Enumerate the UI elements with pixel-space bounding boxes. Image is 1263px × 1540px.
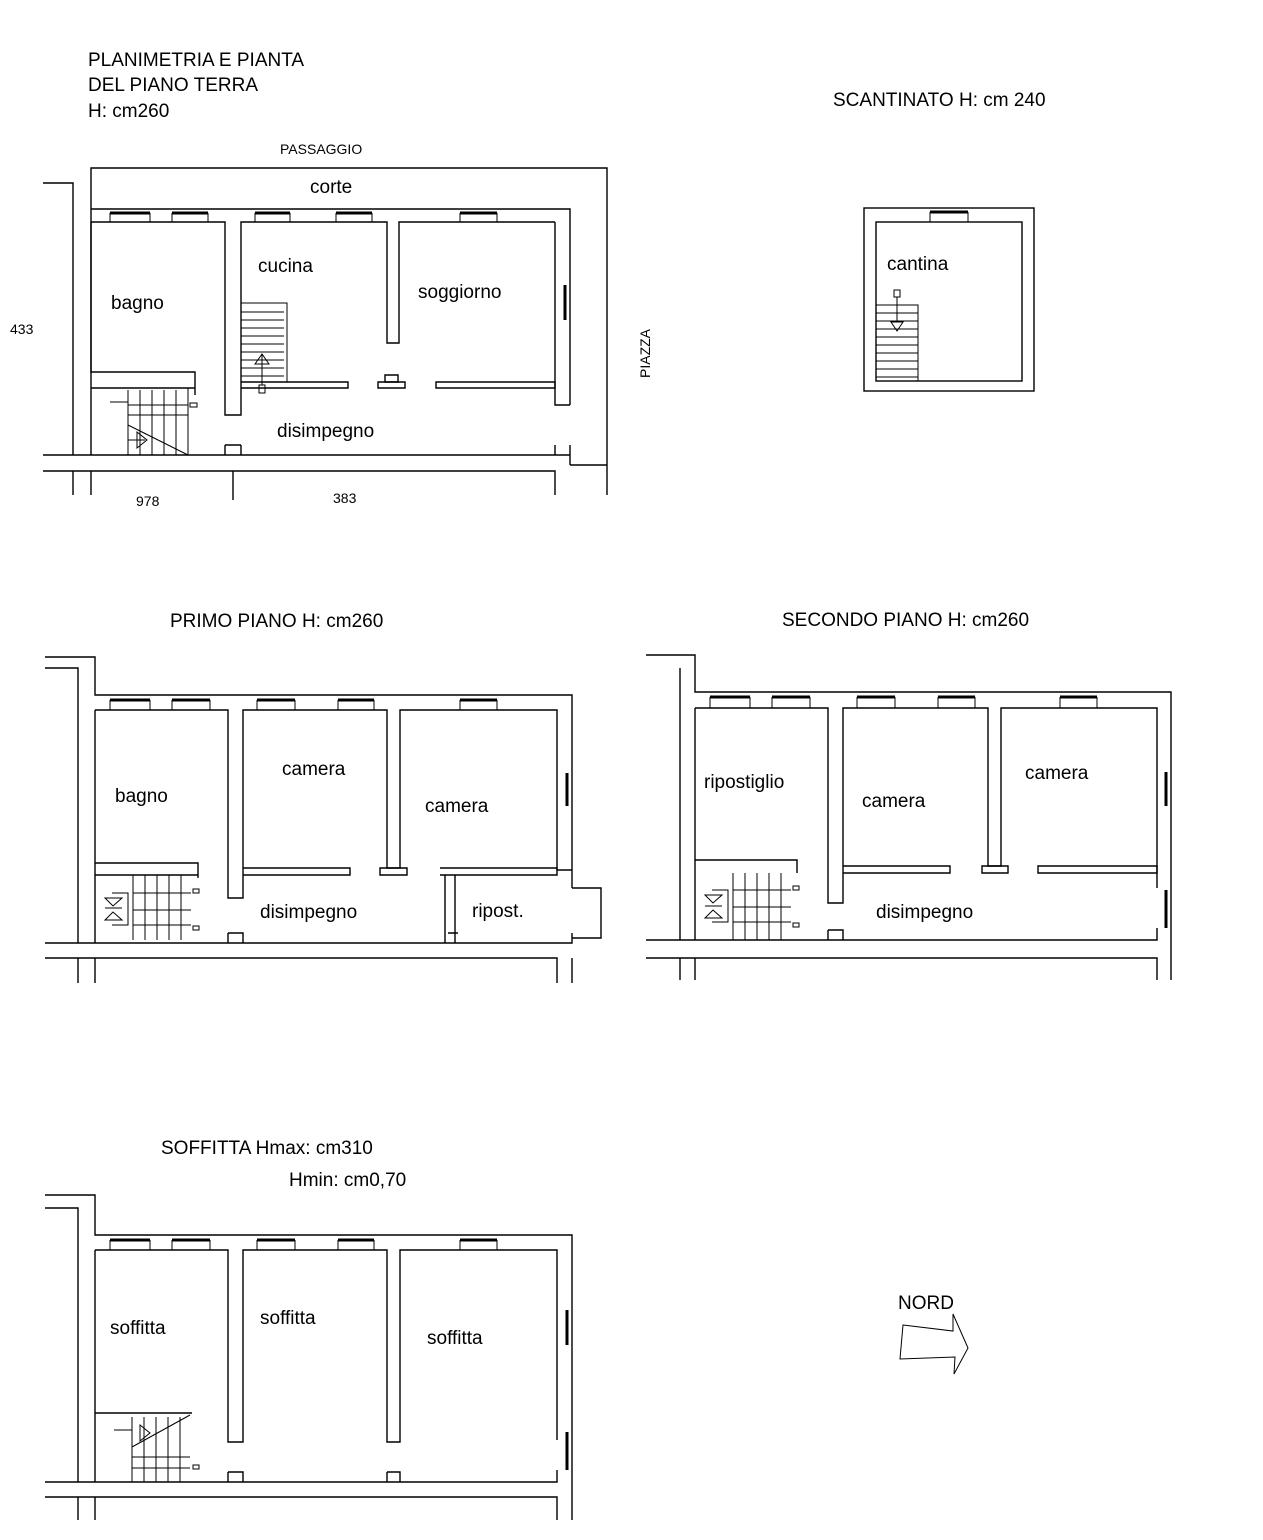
ground-rooms-top: [91, 221, 555, 416]
attic-title-line1: SOFFITTA Hmax: cm310: [161, 1138, 373, 1159]
first-window-jambs: [109, 700, 498, 710]
second-floor-plan: SECONDO PIANO H: cm260 ripostiglio camer…: [646, 610, 1172, 980]
first-neighbor-wall: [45, 667, 79, 943]
attic-room-a: soffitta: [110, 1318, 166, 1339]
neighbor-wall-left: [43, 182, 74, 455]
ground-floor-plan: PLANIMETRIA E PIANTA DEL PIANO TERRA H: …: [10, 50, 653, 509]
kitchen-stairs: [240, 302, 288, 394]
room-kitchen: cucina: [258, 256, 313, 277]
room-cellar: cantina: [887, 254, 949, 275]
first-room-a: camera: [282, 759, 346, 780]
first-room-storage: ripost.: [472, 901, 524, 922]
attic-neighbor-wall: [45, 1207, 79, 1482]
ground-right-inner: [554, 222, 570, 406]
ground-floor-title-line1: PLANIMETRIA E PIANTA: [88, 50, 304, 71]
first-room-hallway: disimpegno: [260, 902, 357, 923]
ground-floor-title-line2: DEL PIANO TERRA: [88, 75, 258, 96]
room-courtyard: corte: [310, 177, 352, 198]
hall-stairs: [110, 388, 198, 456]
first-rooms-walls: [95, 709, 572, 899]
ground-lower-building: [43, 470, 556, 495]
second-room-b: camera: [1025, 763, 1089, 784]
first-floor-plan: PRIMO PIANO H: cm260 bagno camera camera…: [45, 611, 602, 983]
attic-plan: SOFFITTA Hmax: cm310 Hmin: cm0,70 soffit…: [45, 1138, 573, 1520]
courtyard-inner-wall: [91, 208, 571, 405]
second-outer-wall: [646, 654, 1172, 980]
second-lower-building: [646, 668, 1158, 980]
second-storage-wall: [694, 708, 798, 940]
room-living: soggiorno: [418, 282, 501, 303]
first-room-bathroom: bagno: [115, 786, 168, 807]
attic-lower-building: [45, 1496, 558, 1520]
second-window-jambs: [709, 697, 1098, 708]
attic-left-inner: [94, 1250, 192, 1482]
ground-floor-title-line3: H: cm260: [88, 101, 169, 122]
first-outer-top: [45, 656, 573, 888]
hallway-partitions: [241, 381, 556, 389]
attic-window-jambs: [109, 1240, 498, 1250]
first-hall-partitions: [243, 867, 558, 943]
second-rooms-walls: [695, 707, 1158, 904]
second-room-a: camera: [862, 791, 926, 812]
room-hallway: disimpegno: [277, 421, 374, 442]
ground-window-jambs: [109, 213, 498, 222]
basement-plan: SCANTINATO H: cm 240 cantina: [833, 90, 1046, 392]
basement-outer-wall: [863, 207, 1035, 392]
ground-outer-wall: [90, 167, 608, 495]
first-room-b: camera: [425, 796, 489, 817]
basement-title: SCANTINATO H: cm 240: [833, 90, 1046, 111]
ground-right-door: [554, 445, 571, 465]
room-bathroom: bagno: [111, 293, 164, 314]
first-floor-title: PRIMO PIANO H: cm260: [170, 611, 383, 632]
second-stairs: [703, 873, 800, 940]
first-lower-building: [45, 957, 573, 983]
bathroom-wall: [90, 222, 196, 395]
second-hall-partitions: [843, 865, 1158, 874]
basement-stairs: [876, 289, 919, 381]
dimension-height: 433: [10, 321, 34, 337]
dimension-left: 978: [136, 493, 160, 509]
first-hall-stubs: [227, 932, 458, 943]
attic-room-b: soffitta: [260, 1308, 316, 1329]
second-floor-title: SECONDO PIANO H: cm260: [782, 610, 1029, 631]
north-indicator: NORD: [898, 1293, 969, 1375]
basement-window-jambs: [929, 212, 969, 222]
second-room-storage: ripostiglio: [704, 772, 784, 793]
attic-bottom-wall: [45, 1470, 558, 1483]
dimension-right: 383: [333, 490, 357, 506]
attic-stairs: [114, 1414, 200, 1482]
hallway-stub: [224, 444, 242, 455]
attic-stubs: [227, 1471, 401, 1482]
first-stairs: [103, 875, 200, 940]
first-outer-bottom: [45, 887, 602, 944]
north-label: NORD: [898, 1293, 954, 1314]
attic-room-c: soffitta: [427, 1328, 483, 1349]
pillar: [384, 374, 399, 383]
first-bathroom-bottom: [95, 862, 199, 878]
second-room-hallway: disimpegno: [876, 902, 973, 923]
passage-label: PASSAGGIO: [280, 141, 362, 157]
attic-title-line2: Hmin: cm0,70: [289, 1170, 406, 1191]
ground-lower-dividers: [72, 471, 234, 500]
second-hall-stub: [827, 929, 844, 940]
basement-inner-wall: [875, 221, 1023, 382]
attic-room-walls: [95, 1249, 558, 1443]
attic-outer-wall: [45, 1194, 573, 1520]
arrow-right-icon: [899, 1313, 969, 1375]
square-label: PIAZZA: [637, 328, 653, 378]
